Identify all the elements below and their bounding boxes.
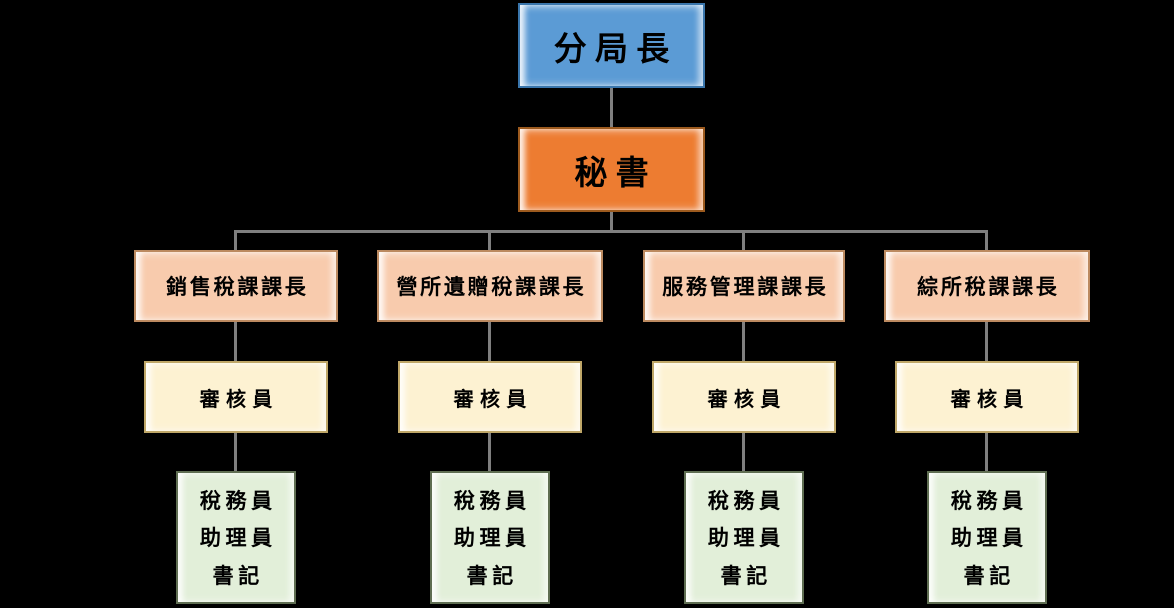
connector-section-auditor-1 [234, 322, 237, 361]
staff-role: 書記 [212, 562, 264, 588]
connector-director-secretary [610, 88, 613, 127]
auditor-box-1: 審核員 [144, 361, 328, 433]
staff-role: 書記 [963, 562, 1015, 588]
section-chief-box-3: 服務管理課課長 [643, 250, 845, 322]
connector-bus-section-4 [985, 232, 988, 250]
staff-role: 助理員 [453, 525, 531, 550]
staff-role: 稅務員 [707, 487, 785, 513]
director-box: 分局長 [518, 3, 705, 88]
section-chief-box-1: 銷售稅課課長 [134, 250, 338, 322]
staff-box-4: 稅務員 助理員 書記 [927, 471, 1047, 604]
staff-role: 書記 [466, 562, 518, 588]
auditor-box-4: 審核員 [895, 361, 1079, 433]
section-chief-box-4: 綜所稅課課長 [884, 250, 1090, 322]
connector-section-auditor-3 [742, 322, 745, 361]
staff-box-1: 稅務員 助理員 書記 [176, 471, 296, 604]
connector-auditor-staff-2 [488, 433, 491, 471]
staff-role: 助理員 [950, 525, 1028, 550]
connector-section-auditor-4 [985, 322, 988, 361]
staff-role: 稅務員 [199, 487, 277, 513]
auditor-box-3: 審核員 [652, 361, 836, 433]
staff-box-3: 稅務員 助理員 書記 [684, 471, 804, 604]
connector-section-auditor-2 [488, 322, 491, 361]
connector-bus-section-3 [742, 232, 745, 250]
connector-bus-section-1 [234, 232, 237, 250]
connector-auditor-staff-1 [234, 433, 237, 471]
connector-auditor-staff-3 [742, 433, 745, 471]
bus-line [234, 230, 988, 233]
secretary-box: 秘書 [518, 127, 705, 212]
auditor-box-2: 審核員 [398, 361, 582, 433]
staff-role: 助理員 [707, 525, 785, 550]
staff-role: 稅務員 [453, 487, 531, 513]
staff-role: 書記 [720, 562, 772, 588]
staff-role: 稅務員 [950, 487, 1028, 513]
connector-secretary-bus [610, 212, 613, 231]
staff-role: 助理員 [199, 525, 277, 550]
section-chief-box-2: 營所遺贈稅課課長 [377, 250, 603, 322]
connector-bus-section-2 [488, 232, 491, 250]
staff-box-2: 稅務員 助理員 書記 [430, 471, 550, 604]
connector-auditor-staff-4 [985, 433, 988, 471]
